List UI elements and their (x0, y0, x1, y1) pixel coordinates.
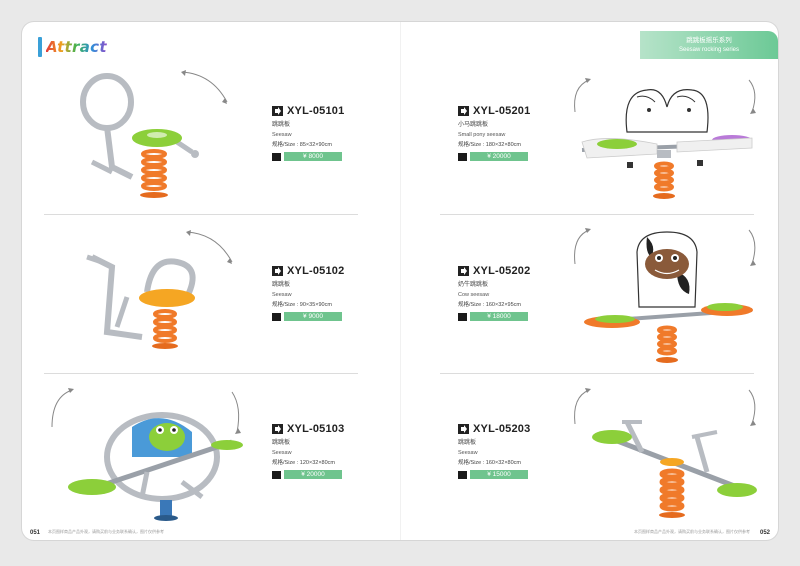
product-image-xyl-05103 (51, 388, 243, 521)
rotate-arrow-icon (574, 229, 590, 265)
brand-logo: Attract (38, 34, 107, 60)
product-price: ¥ 20000 (470, 152, 528, 161)
code-icon (458, 424, 469, 434)
product-code: XYL-05203 (473, 423, 531, 435)
product-card-xyl-05102: XYL-05102 跳跳板 Seesaw 规格/Size : 90×35×90c… (272, 264, 382, 321)
product-card-xyl-05202: XYL-05202 奶牛跳跳板 Cow seesaw 规格/Size : 160… (458, 264, 568, 321)
product-card-xyl-05103: XYL-05103 跳跳板 Seesaw 规格/Size : 120×32×80… (272, 422, 382, 479)
product-spec: 规格/Size : 120×32×80cm (272, 460, 335, 466)
product-en-name: Small pony seesaw (458, 132, 506, 138)
product-cn-name: 小马跳跳板 (458, 122, 489, 128)
code-icon (272, 106, 283, 116)
rotate-arrow-icon (231, 391, 240, 433)
product-code: XYL-05101 (287, 105, 345, 117)
divider (44, 214, 358, 215)
product-en-name: Seesaw (272, 450, 292, 456)
product-image-xyl-05102 (86, 230, 233, 349)
code-icon (458, 266, 469, 276)
left-footer-note: 本页图样商品产品外观，请购买前与业务联系确认，图片仅供参考 (48, 529, 164, 534)
product-cn-name: 跳跳板 (272, 122, 291, 128)
product-card-xyl-05101: XYL-05101 跳跳板 Seesaw 规格/Size : 85×32×90c… (272, 104, 382, 161)
product-spec: 规格/Size : 180×32×80cm (458, 142, 521, 148)
rotate-arrow-icon (748, 79, 756, 113)
series-banner-en: Seesaw rocking series (678, 47, 740, 53)
product-price: ¥ 15000 (470, 470, 528, 479)
product-en-name: Seesaw (458, 450, 478, 456)
product-en-name: Seesaw (272, 292, 292, 298)
product-code: XYL-05103 (287, 423, 345, 435)
product-price: ¥ 9000 (284, 312, 342, 321)
product-spec: 规格/Size : 160×32×80cm (458, 460, 521, 466)
series-banner: 跳跳板摇乐系列 Seesaw rocking series (640, 31, 778, 59)
logo-text: Attract (46, 38, 107, 56)
color-swatch (272, 470, 281, 479)
catalog-spread: Attract 跳跳板摇乐系列 Seesaw rocking series (22, 22, 778, 540)
product-image-xyl-05101 (80, 70, 228, 198)
product-card-xyl-05201: XYL-05201 小马跳跳板 Small pony seesaw 规格/Siz… (458, 104, 568, 161)
product-image-xyl-05203 (574, 388, 757, 518)
product-cn-name: 跳跳板 (458, 440, 477, 446)
product-price: ¥ 8000 (284, 152, 342, 161)
rotate-arrow-icon (574, 79, 590, 113)
code-icon (272, 266, 283, 276)
product-cn-name: 奶牛跳跳板 (458, 282, 489, 288)
right-page-number: 052 (759, 530, 770, 536)
code-icon (272, 424, 283, 434)
divider (440, 214, 754, 215)
color-swatch (458, 152, 467, 161)
rotate-arrow-icon (186, 231, 233, 263)
product-card-xyl-05203: XYL-05203 跳跳板 Seesaw 规格/Size : 160×32×80… (458, 422, 568, 479)
series-banner-cn: 跳跳板摇乐系列 (686, 37, 732, 44)
product-spec: 规格/Size : 160×32×95cm (458, 302, 521, 308)
color-swatch (272, 152, 281, 161)
product-code: XYL-05202 (473, 265, 531, 277)
product-spec: 规格/Size : 90×35×90cm (272, 302, 332, 308)
product-en-name: Cow seesaw (458, 292, 490, 298)
page-spine (400, 22, 401, 540)
code-icon (458, 106, 469, 116)
logo-bar (38, 37, 42, 57)
product-price: ¥ 20000 (284, 470, 342, 479)
rotate-arrow-icon (51, 389, 73, 428)
left-page-number: 051 (30, 530, 41, 536)
product-spec: 规格/Size : 85×32×90cm (272, 142, 332, 148)
product-image-xyl-05202 (574, 228, 756, 363)
product-price: ¥ 18000 (470, 312, 528, 321)
color-swatch (272, 312, 281, 321)
product-code: XYL-05201 (473, 105, 531, 117)
product-cn-name: 跳跳板 (272, 440, 291, 446)
rotate-arrow-icon (181, 71, 228, 103)
color-swatch (458, 312, 467, 321)
product-cn-name: 跳跳板 (272, 282, 291, 288)
rotate-arrow-icon (574, 389, 590, 425)
rotate-arrow-icon (748, 389, 756, 425)
product-image-xyl-05201 (574, 78, 756, 199)
right-footer-note: 本页图样商品产品外观，请购买前与业务联系确认，图片仅供参考 (634, 529, 750, 534)
rotate-arrow-icon (748, 229, 756, 265)
product-en-name: Seesaw (272, 132, 292, 138)
color-swatch (458, 470, 467, 479)
divider (440, 373, 754, 374)
divider (44, 373, 358, 374)
product-code: XYL-05102 (287, 265, 345, 277)
